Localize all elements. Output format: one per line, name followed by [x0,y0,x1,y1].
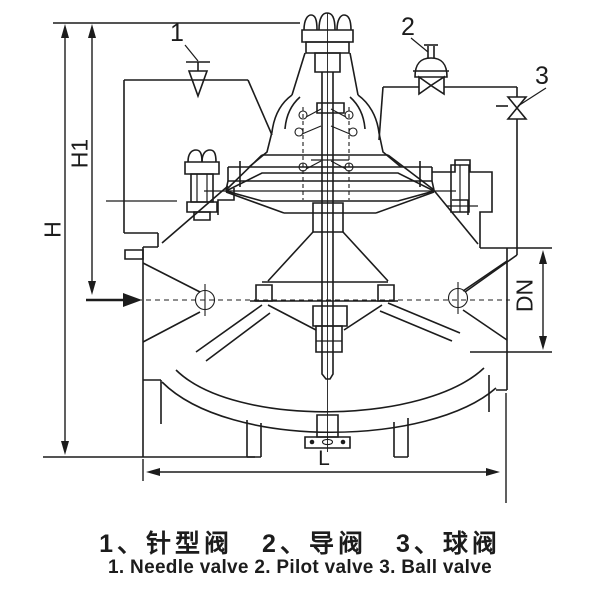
dim-label-h: H [39,221,66,238]
spring-seat [317,103,344,113]
dim-label-l: L [318,447,330,470]
dimension-arrowheads [61,24,547,476]
dim-label-h1: H1 [66,138,93,169]
dim-label-dn: DN [511,278,538,313]
callout-ball-valve: 3 [535,62,549,90]
inlet-flange [124,186,234,457]
bonnet-neck [292,53,358,95]
diaphragm-assembly [204,155,456,232]
legend-english: 1. Needle valve 2. Pilot valve 3. Ball v… [108,557,492,578]
ball-valve-symbol [496,97,526,119]
callout-pilot-valve: 2 [401,13,415,41]
valve-disc-assembly [196,232,460,361]
callout-leaders [185,38,546,106]
valve-stem [322,72,333,368]
needle-valve-symbol [186,62,210,96]
outlet-flange [432,160,507,412]
valve-body-section [124,13,507,457]
bonnet-dome [249,95,292,167]
dimension-lines [43,23,552,503]
centerline [128,282,510,316]
pilot-piping [106,80,517,292]
callout-needle-valve: 1 [170,19,184,47]
body-bowl [162,368,496,457]
legend-chinese: 1、针型阀 2、导阀 3、球阀 [99,530,501,558]
bonnet-flange [228,167,432,181]
stem-nut-cap [304,15,317,30]
bottom-plug [305,415,350,448]
side-fitting-bolt [185,150,219,220]
bonnet-springs [295,107,357,200]
flow-direction-arrow [86,293,142,307]
pilot-valve-symbol [413,45,449,94]
